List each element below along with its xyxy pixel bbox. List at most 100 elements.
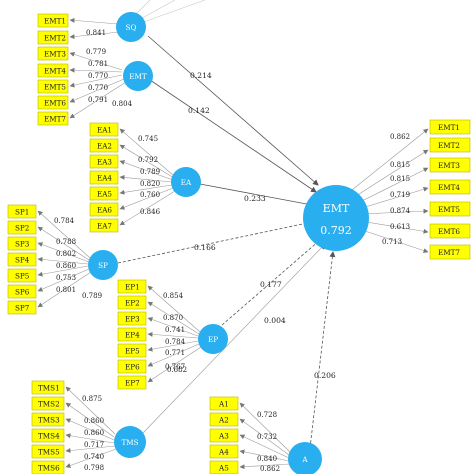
svg-text:EP1: EP1 — [125, 283, 140, 292]
construct-sq: SQ — [116, 12, 146, 42]
tms-loadings: 0.875 0.860 0.860 0.717 0.740 0.798 — [82, 395, 104, 472]
svg-text:0.802: 0.802 — [56, 250, 76, 258]
a-loadings: 0.728 0.732 0.840 0.862 — [257, 411, 280, 473]
svg-text:0.820: 0.820 — [140, 180, 160, 188]
svg-text:A1: A1 — [218, 400, 229, 409]
svg-text:EP3: EP3 — [125, 315, 140, 324]
indicator-ep2: EP2 — [117, 295, 147, 310]
svg-text:TMS2: TMS2 — [38, 400, 60, 409]
indicator-emt5-right: EMT5 — [429, 201, 471, 217]
path-a-emt — [309, 251, 336, 449]
svg-text:0.798: 0.798 — [84, 464, 104, 472]
emt-left-indicators: EMT1 EMT2 EMT3 EMT4 EMT5 EMT6 EMT7 — [37, 13, 69, 126]
svg-text:0.860: 0.860 — [84, 429, 104, 437]
svg-text:0.771: 0.771 — [165, 349, 185, 357]
svg-text:0.784: 0.784 — [165, 338, 186, 346]
tms-indicators: TMS1 TMS2 TMS3 TMS4 TMS5 TMS6 — [31, 380, 65, 474]
svg-text:0.815: 0.815 — [390, 161, 410, 169]
svg-text:0.860: 0.860 — [56, 262, 76, 270]
indicator-tms2: TMS2 — [31, 396, 65, 411]
indicator-ea4: EA4 — [89, 170, 119, 185]
construct-tms: TMS — [114, 426, 146, 458]
svg-text:SP5: SP5 — [15, 272, 30, 281]
svg-text:SP2: SP2 — [15, 224, 29, 233]
svg-text:SP: SP — [98, 261, 108, 270]
svg-text:EMT7: EMT7 — [438, 248, 460, 257]
indicator-sp3: SP3 — [7, 236, 37, 251]
svg-text:EA3: EA3 — [97, 158, 112, 167]
svg-text:0.870: 0.870 — [163, 314, 183, 322]
indicator-tms6: TMS6 — [31, 460, 65, 474]
svg-text:0.753: 0.753 — [56, 274, 76, 282]
construct-emt-r2: 0.792 — [320, 224, 352, 237]
svg-text:EMT3: EMT3 — [44, 50, 66, 59]
indicator-ea2: EA2 — [89, 138, 119, 153]
svg-text:0.860: 0.860 — [84, 417, 104, 425]
svg-text:A2: A2 — [218, 416, 229, 425]
indicator-ea5: EA5 — [89, 186, 119, 201]
indicator-emt2: EMT2 — [37, 30, 69, 45]
indicator-tms4: TMS4 — [31, 428, 65, 443]
indicator-tms3: TMS3 — [31, 412, 65, 427]
svg-text:EMT3: EMT3 — [438, 161, 460, 170]
sq-emt-outer-arrows — [69, 17, 127, 119]
structural-paths — [117, 35, 336, 449]
indicator-emt6: EMT6 — [37, 95, 69, 110]
svg-text:SP3: SP3 — [15, 240, 30, 249]
coef-sq-emt: 0.214 — [190, 71, 212, 80]
svg-text:A4: A4 — [218, 448, 229, 457]
indicator-a1: A1 — [209, 396, 239, 411]
svg-text:EMT7: EMT7 — [44, 115, 66, 124]
coef-ep-emt: 0.177 — [260, 280, 282, 289]
coef-ea-emt: 0.233 — [244, 194, 266, 203]
indicator-a3: A3 — [209, 428, 239, 443]
svg-text:EP: EP — [208, 335, 218, 344]
indicator-tms5: TMS5 — [31, 444, 65, 459]
svg-text:SP4: SP4 — [15, 256, 30, 265]
indicator-emt5: EMT5 — [37, 79, 69, 94]
svg-text:0.875: 0.875 — [82, 395, 102, 403]
svg-text:0.719: 0.719 — [390, 191, 410, 199]
svg-text:EMT: EMT — [129, 72, 147, 81]
indicator-ep5: EP5 — [117, 343, 147, 358]
indicator-sp7: SP7 — [7, 300, 37, 315]
path-emtsmall-emt — [149, 79, 317, 193]
svg-text:EMT5: EMT5 — [44, 83, 66, 92]
ea-loadings: 0.745 0.792 0.789 0.820 0.760 0.846 — [138, 135, 161, 216]
construct-emt-label: EMT — [323, 202, 350, 215]
coef-a-emt: 0.206 — [314, 371, 336, 380]
svg-text:0.801: 0.801 — [56, 286, 76, 294]
indicator-emt4-right: EMT4 — [429, 179, 471, 195]
indicator-ep7: EP7 — [117, 375, 147, 390]
svg-text:EA2: EA2 — [97, 142, 112, 151]
indicator-sp2: SP2 — [7, 220, 37, 235]
sp-loadings: 0.784 0.788 0.802 0.860 0.753 0.801 0.78… — [54, 217, 102, 300]
svg-text:0.789: 0.789 — [140, 168, 160, 176]
indicator-emt1: EMT1 — [37, 13, 69, 28]
svg-text:0.682: 0.682 — [167, 366, 187, 374]
svg-text:TMS4: TMS4 — [38, 432, 60, 441]
indicator-emt7: EMT7 — [37, 111, 69, 126]
coef-emtsmall-emt: 0.142 — [188, 106, 210, 115]
emt-right-indicators: EMT1 EMT2 EMT3 EMT4 EMT5 EMT6 EMT7 — [429, 119, 471, 260]
indicator-a5: A5 — [209, 460, 239, 474]
svg-text:EP5: EP5 — [125, 347, 140, 356]
ep-indicators: EP1 EP2 EP3 EP4 EP5 EP6 EP7 — [117, 279, 147, 390]
indicator-sp1: SP1 — [7, 204, 37, 219]
indicator-sp5: SP5 — [7, 268, 37, 283]
svg-text:A5: A5 — [218, 464, 229, 473]
svg-text:EMT1: EMT1 — [438, 123, 460, 132]
svg-text:EMT6: EMT6 — [438, 227, 460, 236]
indicator-emt3-right: EMT3 — [429, 157, 471, 173]
svg-text:0.781: 0.781 — [88, 60, 108, 68]
svg-text:0.760: 0.760 — [140, 191, 160, 199]
emt-outer-loadings: 0.862 0.815 0.815 0.719 0.874 0.613 0.71… — [382, 133, 411, 246]
construct-a: A — [288, 442, 322, 474]
svg-text:SQ: SQ — [126, 23, 137, 32]
indicator-sp4: SP4 — [7, 252, 37, 267]
indicator-sp6: SP6 — [7, 284, 37, 299]
svg-text:0.792: 0.792 — [138, 156, 158, 164]
indicator-emt4: EMT4 — [37, 63, 69, 78]
svg-text:0.770: 0.770 — [88, 72, 108, 80]
indicator-ep3: EP3 — [117, 311, 147, 326]
